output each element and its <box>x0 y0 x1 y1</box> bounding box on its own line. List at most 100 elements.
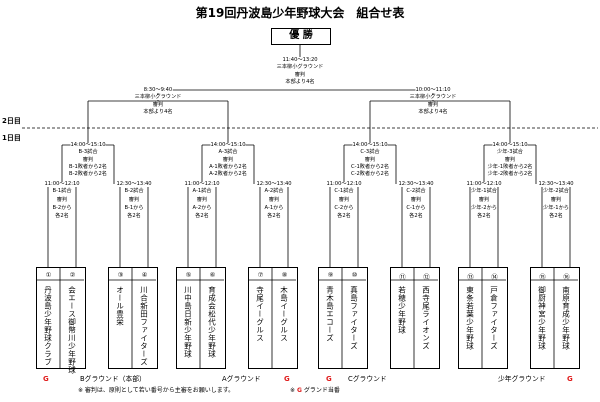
m4-time: 12:30～13:40 <box>256 181 292 188</box>
m2-from: B-1から <box>124 205 144 211</box>
semi-2-ground: 三本柳小グラウンド <box>409 94 457 101</box>
m7-name: 少年-1試合 <box>471 188 497 194</box>
team-number: ① <box>45 271 52 279</box>
q3-line2: C-2敗者から2名 <box>350 171 390 177</box>
q4-line2: 少年-2敗者から2名 <box>487 171 533 177</box>
m1-time: 11:00～12:10 <box>44 181 80 188</box>
team-number: ⑪ <box>399 273 406 281</box>
team-name: 丹波島少年野球クラブ <box>43 286 53 366</box>
semi-1-umpire: 審判 <box>152 102 164 108</box>
m5-time: 11:00～12:10 <box>326 181 362 188</box>
m1-from: B-2から <box>52 205 72 211</box>
team-name: 木島イーグルス <box>279 286 289 342</box>
q3-umpire: 審判 <box>364 157 376 163</box>
m6-umpire: 審判 <box>410 197 422 203</box>
ground-label: Cグラウンド <box>348 375 387 383</box>
m5-count: 各2名 <box>337 213 351 219</box>
q3-line1: C-1敗者から2名 <box>350 164 390 170</box>
m8-count: 各2名 <box>549 213 563 219</box>
team-name: 御厨神宮少年野球 <box>537 286 547 350</box>
team-name: 戸倉ファイターズ <box>489 286 499 350</box>
day1-label: 1日目 <box>2 134 21 142</box>
team-name: 若穂少年野球 <box>397 286 407 334</box>
q3-name: C-3試合 <box>360 149 380 156</box>
m7-umpire: 審判 <box>478 197 490 203</box>
m3-from: A-2から <box>192 205 212 211</box>
m1-umpire: 審判 <box>56 197 68 203</box>
team-number: ⑤ <box>185 271 192 279</box>
team-group-box <box>530 267 580 369</box>
team-name: オール豊栄 <box>115 286 125 326</box>
q1-line2: B-2敗者から2名 <box>69 171 107 177</box>
day2-label: 2日目 <box>2 117 21 125</box>
q4-umpire: 審判 <box>504 157 516 163</box>
m3-count: 各2名 <box>195 213 209 219</box>
team-name: 西寺尾ライオンズ <box>421 286 431 350</box>
m7-from: 少年-2から <box>471 205 497 211</box>
page-title: 第19回丹波島少年野球大会 組合せ表 <box>195 6 405 20</box>
team-number: ⑮ <box>539 273 546 281</box>
m8-name: 少年-2試合 <box>543 188 569 194</box>
q1-name: B-3試合 <box>78 149 98 156</box>
q4-name: 少年-3試合 <box>497 149 523 156</box>
team-name: 育成会松代少年野球 <box>207 286 217 358</box>
team-group-box <box>390 267 440 369</box>
m7-time: 11:00～12:10 <box>466 181 502 188</box>
final-ground: 三本柳小グラウンド <box>276 64 324 70</box>
ground-duty-mark: G <box>567 375 573 383</box>
q2-name: A-3試合 <box>218 149 238 156</box>
m6-name: C-2試合 <box>406 188 426 194</box>
team-number: ⑯ <box>563 273 570 281</box>
q2-line2: A-2敗者から2名 <box>209 171 247 177</box>
umpire-note: ※ 審判は、原則として若い番号から主審をお願いします。 <box>78 387 235 394</box>
q4-time: 14:00～15:10 <box>492 142 528 149</box>
semi-1-umpire-detail: 本部より4名 <box>143 109 173 115</box>
team-name: 東条若葉少年野球 <box>465 286 475 350</box>
semi-2-time: 10:00～11:10 <box>415 87 451 94</box>
ground-duty-mark: G <box>43 375 49 383</box>
m8-umpire: 審判 <box>550 197 562 203</box>
q2-time: 14:00～15:10 <box>210 142 246 149</box>
team-group-box <box>458 267 508 369</box>
team-number: ② <box>69 271 76 279</box>
team-number: ③ <box>117 271 124 279</box>
team-name: 南原育成少年野球 <box>561 286 571 350</box>
q2-line1: A-1敗者から2名 <box>209 164 247 170</box>
semi-2-umpire: 審判 <box>427 102 439 108</box>
semi-1-ground: 三本柳小グラウンド <box>134 94 182 101</box>
m1-count: 各2名 <box>55 213 69 219</box>
q4-line1: 少年-1敗者から2名 <box>487 164 533 170</box>
team-number: ⑨ <box>327 271 334 279</box>
m3-umpire: 審判 <box>196 197 208 203</box>
team-group-box <box>36 267 86 369</box>
final-umpire-detail: 本部より4名 <box>285 79 315 85</box>
team-name: 真島ファイターズ <box>349 286 359 350</box>
team-group-box <box>318 267 368 369</box>
m7-count: 各2名 <box>477 213 491 219</box>
team-name: 川合新田ファイターズ <box>139 286 149 366</box>
q1-time: 14:00～15:10 <box>70 142 106 149</box>
team-name: 会エース御幣川少年野球 <box>67 286 77 374</box>
semi-1-time: 8:30～9:40 <box>143 87 173 94</box>
q1-umpire: 審判 <box>82 157 94 163</box>
semi-2-umpire-detail: 本部より4名 <box>418 109 448 115</box>
m5-umpire: 審判 <box>338 197 350 203</box>
m3-name: A-1試合 <box>192 188 212 194</box>
team-number: ④ <box>141 271 148 279</box>
note-text: グランド当番 <box>303 387 340 394</box>
ground-duty-note: ※ G グランド当番 <box>290 388 340 394</box>
team-name: 寺尾イーグルス <box>255 286 265 342</box>
team-number: ⑭ <box>491 273 498 281</box>
m8-from: 少年-1から <box>543 205 569 211</box>
q3-time: 14:00～15:10 <box>352 142 388 149</box>
m4-count: 各2名 <box>267 213 281 219</box>
m4-from: A-1から <box>264 205 284 211</box>
team-number: ⑧ <box>281 271 288 279</box>
final-time: 11:40～13:20 <box>282 57 318 63</box>
m5-name: C-1試合 <box>334 188 354 194</box>
team-group-box <box>108 267 158 369</box>
team-group-box <box>248 267 298 369</box>
team-number: ⑦ <box>257 271 264 279</box>
